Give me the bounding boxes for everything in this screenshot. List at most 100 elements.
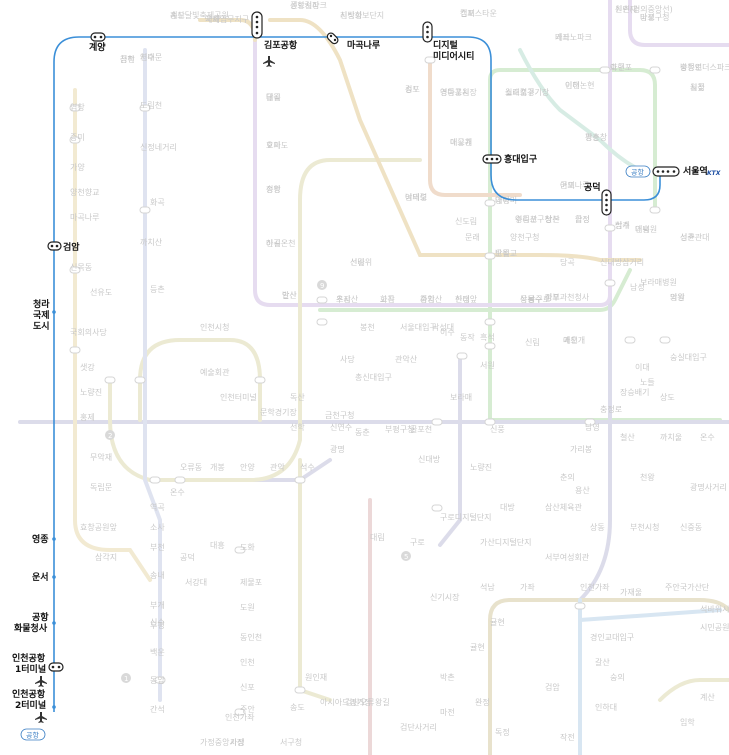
station-label-dmc-1: 디지털: [433, 39, 458, 51]
ktx-mark: KTX: [707, 170, 721, 177]
background-station-label: 공덕: [180, 552, 195, 562]
background-station-label: 소래포구: [505, 88, 534, 97]
background-station-label: 신림: [525, 337, 540, 347]
background-station-label: 부평: [150, 620, 165, 630]
background-station-label: 예술회관: [200, 367, 230, 377]
background-station-label: 도림천: [140, 100, 162, 110]
background-station-label: 용산: [575, 485, 590, 495]
background-station-label: 캠퍼스타운: [460, 8, 497, 18]
background-station-label: 까치산: [140, 237, 163, 247]
background-station-marker: [649, 206, 661, 214]
background-station-label: 월곶: [690, 82, 705, 92]
background-station-label: 여의나루: [560, 180, 589, 190]
background-station-marker: [69, 266, 81, 274]
background-station-label: 시청: [690, 83, 705, 92]
background-station-label: 신대방: [418, 454, 441, 464]
background-station-label: 오류동: [180, 463, 202, 472]
background-station-label: 금천구청: [325, 410, 354, 420]
background-station-label: 신수: [150, 618, 165, 627]
background-station-label: 역곡: [150, 502, 165, 512]
background-station-label: 동인천: [240, 632, 262, 642]
background-station-label: 아현: [610, 62, 625, 72]
line7-south: [658, 678, 729, 702]
background-station-label: 오목교: [495, 249, 517, 258]
background-station-marker: [69, 104, 81, 112]
airport-railroad-line[interactable]: [53, 36, 661, 712]
background-station-label: 서대문: [140, 53, 162, 62]
background-station-label: 반월: [495, 248, 510, 258]
station-label-cheongna-3: 도시: [33, 321, 50, 332]
background-station-label: 귤현: [470, 643, 485, 652]
background-station-marker: [604, 224, 616, 232]
background-station-label: 달월: [266, 92, 281, 102]
background-station-label: 구로디지털단지: [440, 512, 492, 522]
background-station-label: 공항시장: [290, 0, 320, 10]
background-station-marker: [294, 476, 306, 484]
background-station-label: 이대: [635, 362, 650, 372]
background-station-label: 당정: [640, 12, 655, 22]
background-station-marker: [234, 708, 246, 716]
background-station-label: 상도: [660, 392, 675, 402]
svg-text:공항: 공항: [631, 168, 644, 177]
background-station-label: 충정로: [600, 404, 622, 414]
background-station-label: 독산: [290, 392, 305, 402]
background-station-marker: [294, 686, 306, 694]
background-station-marker: [234, 546, 246, 554]
background-station-label: 신방화: [340, 10, 363, 20]
station-label-cheongna-2: 국제: [33, 309, 50, 321]
line5-segment: [253, 0, 612, 307]
incheon2-segment: [73, 88, 152, 582]
background-station-label: 임학: [680, 717, 695, 727]
background-station-label: 귤현: [490, 618, 505, 627]
background-station-label: 남구로: [528, 295, 550, 304]
background-station-label: 마곡나루: [70, 213, 99, 222]
background-station-label: 호구포: [610, 63, 632, 72]
background-station-label: 마포구청: [640, 13, 669, 22]
background-station-label: 천왕: [640, 472, 655, 482]
background-station-marker: [484, 199, 496, 207]
background-station-label: 서구청: [280, 738, 302, 747]
station-label-cheongna-1: 청라: [33, 298, 50, 310]
background-station-marker: [484, 318, 496, 326]
airplane-icon: [263, 56, 275, 67]
svg-text:공항: 공항: [26, 731, 39, 740]
background-station-label: 작전: [560, 732, 575, 742]
background-station-marker: [431, 418, 443, 426]
background-station-label: 평촌: [585, 132, 600, 142]
background-station-label: 선유도: [90, 288, 112, 297]
background-station-label: 이대: [565, 80, 580, 90]
background-station-marker: [484, 418, 496, 426]
background-station-label: 주안: [240, 704, 255, 714]
background-station-label: 가재울: [620, 588, 642, 597]
background-station-label: 당산: [545, 214, 560, 224]
background-station-label: 신촌(경의중앙선): [615, 4, 673, 14]
background-station-label: 인하대: [595, 702, 617, 712]
background-station-label: 효자: [266, 141, 281, 150]
line1-segment: [578, 198, 612, 755]
background-station-marker: [134, 376, 146, 384]
station-label-geomam: 검암: [63, 241, 80, 253]
background-station-label: 노량진: [470, 462, 492, 472]
minor-station-ticks: [52, 310, 56, 709]
background-station-label: 관악: [270, 462, 285, 472]
background-station-label: 신중동: [680, 523, 702, 532]
airplane-icon: [35, 712, 47, 723]
background-station-label: 샛강: [80, 362, 95, 372]
line7-segment: [298, 458, 332, 702]
station-label-gyeyang: 계양: [89, 41, 106, 53]
incheon1-segment: [143, 48, 162, 702]
background-station-label: 정왕: [266, 184, 281, 194]
background-station-label: 금천: [120, 54, 135, 64]
background-station-marker: [139, 104, 151, 112]
station-label-cargo-1: 공항: [32, 611, 49, 623]
background-station-label: 신정네거리: [140, 142, 177, 152]
background-station-label: 송도: [290, 703, 305, 712]
background-station-marker: [624, 336, 636, 344]
background-station-marker: [431, 504, 443, 512]
background-station-label: 온수: [170, 488, 185, 497]
background-station-label: 인천논현: [565, 80, 594, 90]
background-station-marker: [149, 476, 161, 484]
background-station-label: 국제업무지구: [205, 15, 249, 24]
